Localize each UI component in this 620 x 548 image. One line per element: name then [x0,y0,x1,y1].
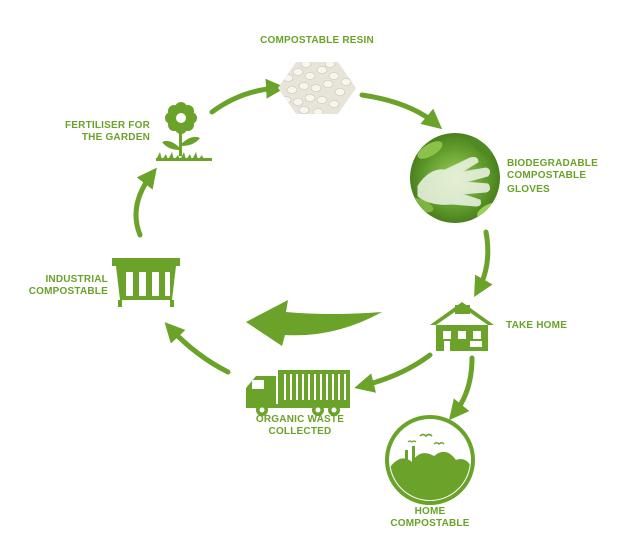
label-line: THE GARDEN [81,132,150,143]
label-fertiliser-for-the-garden: FERTILISER FOR THE GARDEN [30,120,150,144]
label-line: ORGANIC WASTE [255,414,345,425]
arrow-industrial-to-fertiliser [133,167,157,238]
flow-arrows [133,78,493,421]
label-biodegradable-gloves: BIODEGRADABLE COMPOSTABLE GLOVES [507,158,617,196]
flower-icon [156,102,212,161]
label-industrial-compostable: INDUSTRIAL COMPOSTABLE [4,274,108,298]
arrow-gloves-to-home [474,229,493,297]
arrow-home-to-compost [448,355,475,421]
arrow-fertiliser-to-resin [209,78,286,115]
arrow-resin-to-gloves [359,92,443,130]
arrow-truck-to-industrial [164,322,231,375]
arrow-home-to-truck [354,352,433,393]
label-line: INDUSTRIAL [45,274,108,285]
label-line: GLOVES [507,184,550,195]
truck-icon [246,370,350,416]
label-line: TAKE HOME [506,320,568,331]
resin-pellets-hexagon-icon [278,62,356,114]
label-line: COMPOSTABLE [390,518,470,529]
house-icon [430,302,494,351]
label-line: COMPOSTABLE [28,286,108,297]
label-line: COMPOSTABLE RESIN [260,35,374,46]
label-line: HOME [414,506,446,517]
label-line: BIODEGRADABLE [507,158,598,169]
label-compostable-resin: COMPOSTABLE RESIN [252,35,382,47]
industrial-bin-icon [112,258,180,307]
label-line: FERTILISER FOR [64,120,150,131]
label-take-home: TAKE HOME [506,320,586,332]
central-swoosh-arrow [246,300,382,346]
label-organic-waste-collected: ORGANIC WASTE COLLECTED [245,414,355,438]
label-line: COMPOSTABLE [507,170,587,181]
label-line: COLLECTED [268,426,332,437]
compost-heap-icon [385,415,475,505]
glove-photo-circle-icon [410,133,500,223]
label-home-compostable: HOME COMPOSTABLE [375,506,485,530]
